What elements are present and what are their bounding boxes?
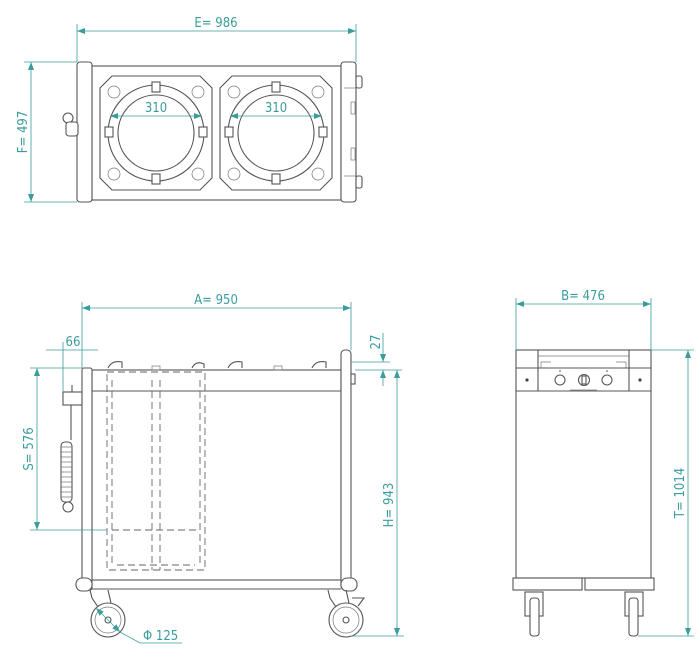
switch-icon [577, 373, 591, 387]
caster-right [327, 589, 366, 638]
left-post [81, 367, 93, 591]
dispenser-diameter-label: 310 [145, 101, 167, 116]
top-view: E= 986 F= 497 310 310 [16, 16, 363, 203]
wheel-icon [328, 602, 364, 638]
dispenser-left [99, 75, 213, 191]
side-body [91, 369, 342, 581]
bumper-knob-icon [355, 175, 363, 189]
bumper-right [340, 577, 358, 592]
right-post [340, 349, 352, 591]
width-label: E= 986 [194, 16, 237, 31]
handle-bracket-icon [62, 391, 83, 406]
caster-left [89, 589, 126, 638]
front-base-right [584, 577, 655, 591]
height-label: H= 943 [382, 483, 397, 528]
knob-left-icon [554, 374, 566, 386]
depth-label: F= 497 [16, 111, 31, 154]
left-end-cap [76, 61, 93, 203]
front-width-label: B= 476 [561, 289, 605, 304]
control-icon [350, 147, 356, 161]
front-caster-left [524, 591, 544, 637]
length-label: A= 950 [194, 293, 238, 308]
plate-stack-hidden [106, 371, 206, 571]
handle-offset-label: 66 [66, 335, 81, 350]
side-view: A= 950 66 27 S= 576 H= 943 Φ 125 [22, 293, 404, 644]
top-body [91, 65, 342, 201]
rim-height-label: 27 [369, 335, 384, 350]
total-height-label: T= 1014 [673, 468, 688, 519]
screw-icon [525, 378, 529, 382]
control-icon [350, 101, 356, 115]
wheel-icon [529, 597, 540, 637]
front-base-left [512, 577, 583, 591]
stack-height-label: S= 576 [22, 427, 37, 470]
control-icon [350, 373, 356, 385]
bumper-knob-icon [355, 75, 363, 89]
dispenser-right [219, 75, 333, 191]
screw-icon [638, 378, 642, 382]
wheel-diameter-label: Φ 125 [143, 629, 178, 644]
right-end-cap [340, 61, 357, 203]
front-caster-right [624, 591, 644, 637]
bumper-left [75, 577, 93, 592]
knob-right-icon [601, 374, 613, 386]
dispenser-diameter-label: 310 [265, 101, 287, 116]
wheel-icon [628, 597, 639, 637]
handle-mount-icon [65, 121, 79, 137]
front-view: B= 476 T= 1014 [512, 289, 694, 637]
